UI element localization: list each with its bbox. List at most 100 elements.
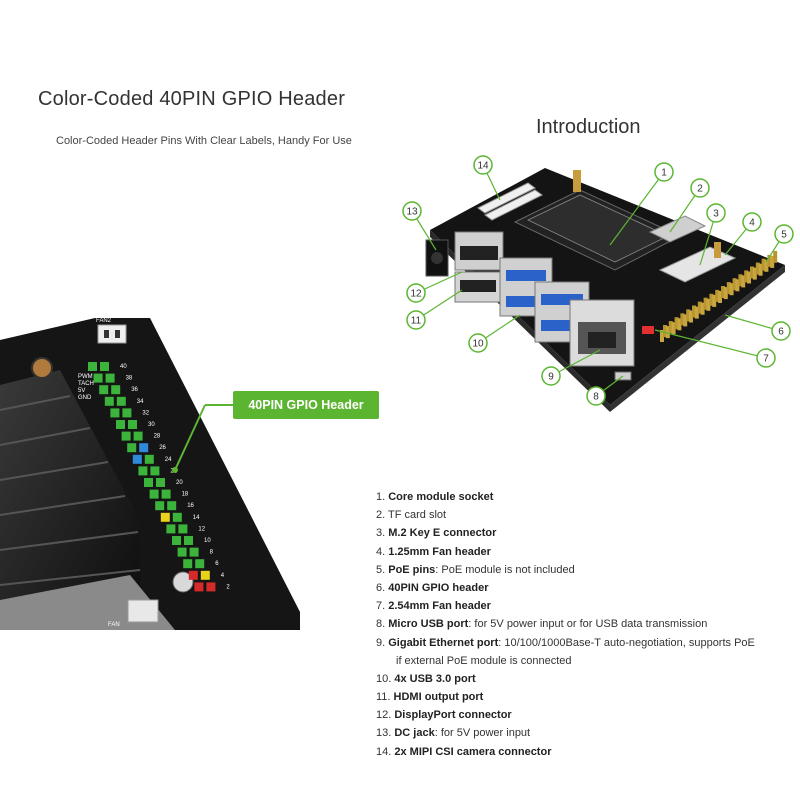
feature-number: 6. [376,581,389,594]
header-pin [703,297,708,310]
gpio-pin [161,489,171,499]
callout-circle [771,321,791,341]
callout-number: 14 [477,161,489,172]
gpio-pin [194,582,204,592]
heatsink-icon [0,370,141,630]
gpio-pin [177,547,187,557]
feature-name: Gigabit Ethernet port [388,636,499,649]
feature-item: 9. Gigabit Ethernet port: 10/100/1000Bas… [376,634,755,652]
header-pin [761,258,766,271]
gpio-pin [160,512,170,522]
feature-name: PoE pins [388,563,436,576]
callout-circle [402,201,422,221]
callout-circle [406,310,426,330]
pin-number: 34 [137,399,144,405]
antenna-connector [573,170,581,192]
header-pin [729,283,734,296]
tf-card-slot [648,215,707,243]
gpio-pin [116,420,125,429]
gpio-pin [132,454,142,464]
header-pin [770,255,775,268]
feature-number: 11. [376,691,394,704]
gpio-pin [166,524,176,534]
gpio-pin [184,536,193,545]
fan-header-254 [642,326,654,334]
gpio-pin [156,478,165,487]
header-pin [712,294,717,307]
header-pin [732,278,737,291]
feature-item: 6. 40PIN GPIO header [376,579,755,597]
gpio-pin [100,362,109,371]
feature-detail: if external PoE module is connected [396,654,572,667]
callout-number: 8 [593,392,599,403]
header-pin [709,293,714,306]
callout-circle [742,212,762,232]
gpio-pin [138,466,148,476]
introduction-title: Introduction [536,116,641,138]
gpio-section-title: Color-Coded 40PIN GPIO Header [38,88,346,110]
gpio-pin [110,408,120,418]
header-pin [767,254,772,267]
fan2-label: FAN2 [96,318,112,324]
feature-detail: : for 5V power input or for USB data tra… [468,618,708,631]
header-pin [700,302,705,315]
pin-number: 18 [182,492,189,498]
feature-number: 9. [376,636,389,649]
fan-header [127,599,159,623]
pin-number: 10 [204,538,211,544]
header-pin [726,282,731,295]
feature-item: 8. Micro USB port: for 5V power input or… [376,615,755,633]
header-pin [738,274,743,287]
feature-number: 1. [376,491,389,503]
feature-detail: TF card slot [388,509,447,522]
fan-label: FAN [108,622,120,628]
feature-name: DisplayPort connector [394,709,512,722]
feature-name: 4x USB 3.0 port [394,672,476,685]
pin-number: 12 [198,526,205,532]
gpio-pin-grid [88,362,216,592]
gpio-pin [116,396,126,406]
feature-name: Core module socket [388,491,494,503]
header-pin [677,318,682,331]
gpio-pin [150,466,160,476]
callout-circle [654,162,674,182]
callout-number: 10 [472,339,484,350]
header-pin [723,287,728,300]
pin-number: 28 [154,434,161,440]
callout-number: 5 [781,230,787,241]
callout-circle [468,333,488,353]
pin-number: 16 [187,503,194,509]
feature-name: 2.54mm Fan header [388,600,491,613]
pin-number: 32 [142,410,149,416]
pin-number: 4 [221,573,225,579]
pwm-label: PWM [78,374,93,380]
callout-number: 4 [749,218,755,229]
callout-number: 9 [548,372,554,383]
gpio-pin [200,570,210,580]
header-pin [668,321,673,334]
feature-item: 11. HDMI output port [376,688,755,706]
carrier-board-pcb [430,168,785,405]
callout-number: 13 [406,207,418,218]
pin-number: 26 [159,445,166,451]
callout-number: 11 [411,316,422,327]
capacitor [172,571,194,593]
gpio-header-callout: 40PIN GPIO Header [233,391,379,419]
gpio-pin [105,373,115,383]
callout-number: 7 [763,354,769,365]
header-pin [715,289,720,302]
header-pin [686,309,691,322]
gpio-pin [206,582,216,592]
feature-name: 40PIN GPIO header [388,581,489,594]
gpio-pin [144,478,153,487]
gpio-pin [133,431,143,441]
tach-label: TACH [78,381,94,387]
header-pin [671,322,676,335]
feature-item: 5. PoE pins: PoE module is not included [376,561,755,579]
pin-number-labels: 403836343230282624222018161412108642 [120,364,230,590]
feature-detail: : for 5V power input [434,727,531,740]
callout-number: 3 [713,209,719,220]
pin-number: 36 [131,387,138,393]
gpio-pin [172,512,182,522]
